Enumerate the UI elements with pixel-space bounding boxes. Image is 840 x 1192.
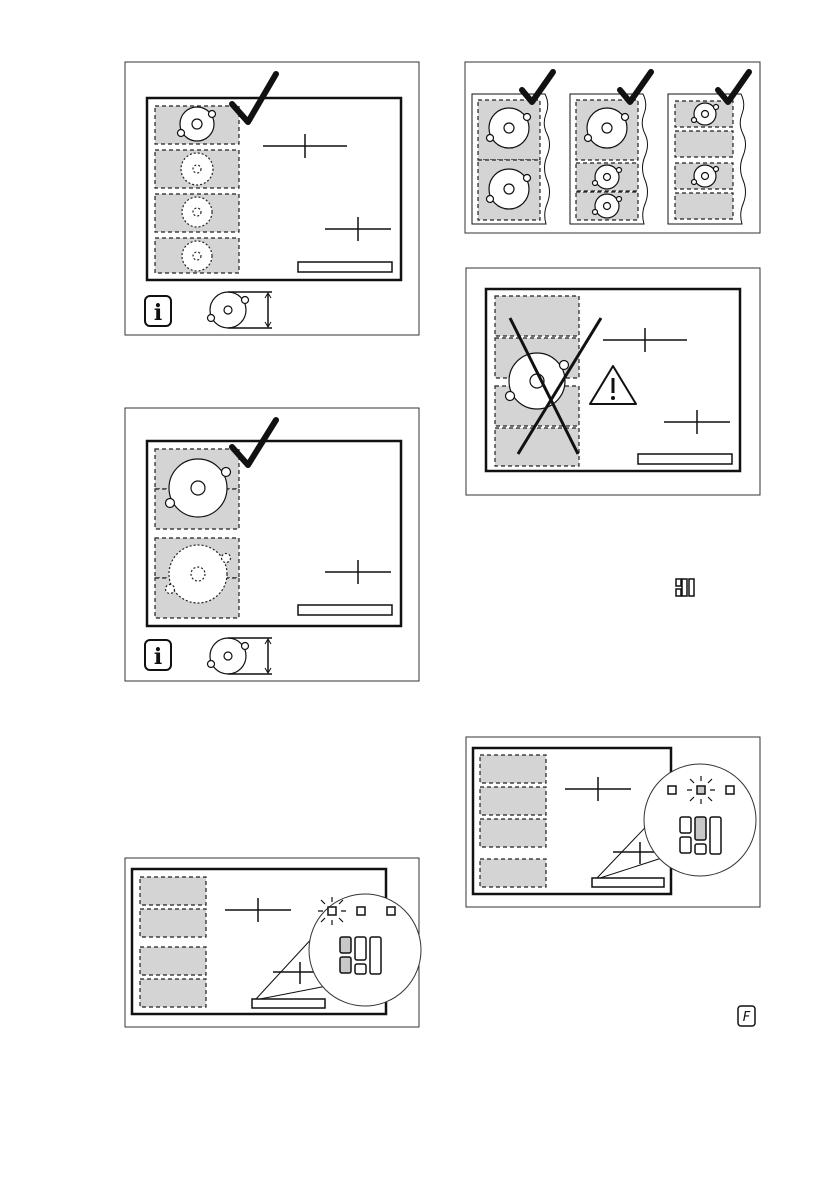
indicator-blink-icon [318, 897, 346, 925]
info-icon: i [145, 640, 171, 670]
cooking-zone [140, 877, 206, 905]
figure-incorrect-placement [466, 268, 760, 495]
svg-text:i: i [154, 644, 162, 670]
control-bar [252, 999, 325, 1008]
cooking-zone [140, 979, 206, 1007]
figure-pot-combinations [465, 62, 760, 233]
f-symbol-icon: F [738, 1006, 755, 1026]
cooking-zone [480, 755, 546, 783]
indicator-blink-icon [687, 776, 715, 804]
indicator-square [387, 907, 395, 915]
cooking-zone [495, 296, 579, 336]
cooking-zone [140, 947, 206, 975]
control-bar [638, 454, 732, 464]
indicator-square [726, 786, 734, 794]
cooking-zone [140, 909, 206, 937]
cooking-zone [675, 131, 733, 157]
cooking-zone [480, 787, 546, 815]
cooking-zone [480, 819, 546, 847]
figure-control-panel-zoom-left [125, 858, 421, 1027]
figure-single-pot-placement: i [125, 62, 419, 335]
display-segments-icon [676, 579, 694, 596]
cooking-zone [480, 859, 546, 887]
indicator-square [357, 907, 365, 915]
info-icon: i [145, 296, 171, 326]
control-bar [592, 878, 664, 887]
pot-outline-dashed [181, 153, 213, 271]
f-symbol-label: F [743, 1010, 751, 1025]
figure-large-pot-placement: i [125, 408, 419, 681]
control-bar [298, 605, 392, 615]
indicator-square [668, 786, 676, 794]
cooking-zone [675, 193, 733, 219]
svg-text:i: i [154, 300, 162, 326]
figure-control-panel-zoom-right [466, 737, 760, 907]
control-bar [298, 262, 392, 272]
